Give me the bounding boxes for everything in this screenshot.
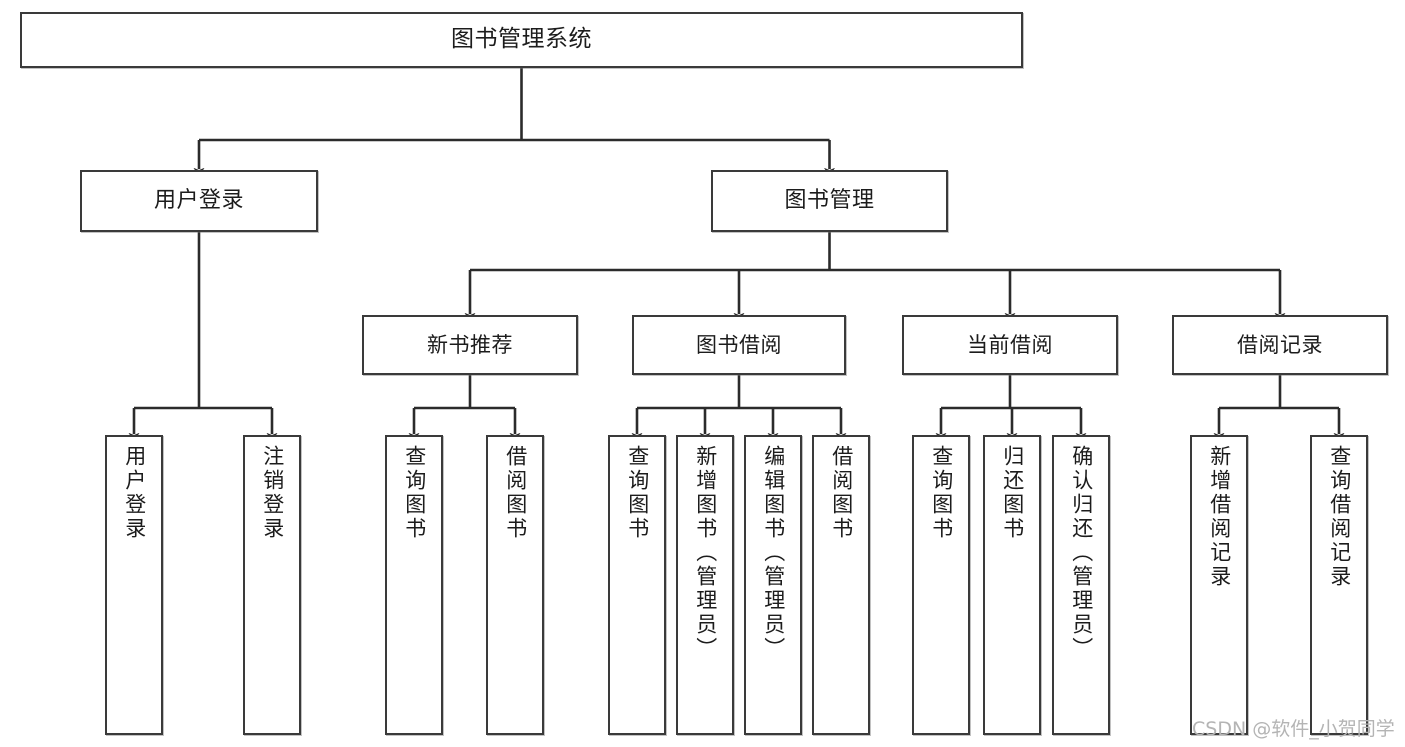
node-label-new-book-rec: 新书推荐 (427, 332, 513, 357)
node-label-book-manage: 图书管理 (784, 188, 875, 214)
node-leaf-cur-return[interactable]: 归还图书 (983, 435, 1041, 735)
node-label-leaf-borrow-lend: 借阅图书 (829, 445, 854, 541)
node-label-leaf-cur-return: 归还图书 (1000, 445, 1025, 541)
connector-group (128, 68, 1345, 442)
node-label-user-login: 用户登录 (153, 188, 244, 214)
node-label-leaf-borrow-add: 新增图书（管理员） (693, 445, 718, 661)
node-label-leaf-rec-add: 新增借阅记录 (1207, 445, 1232, 589)
node-leaf-cur-query[interactable]: 查询图书 (912, 435, 970, 735)
node-label-leaf-borrow-edit: 编辑图书（管理员） (761, 445, 786, 661)
node-label-leaf-cur-confirm: 确认归还（管理员） (1069, 445, 1094, 661)
node-leaf-rec-query[interactable]: 查询图书 (385, 435, 443, 735)
node-user-login[interactable]: 用户登录 (80, 170, 318, 232)
node-leaf-user-logout[interactable]: 注销登录 (243, 435, 301, 735)
node-label-leaf-cur-query: 查询图书 (929, 445, 954, 541)
node-root[interactable]: 图书管理系统 (20, 12, 1023, 68)
node-leaf-cur-confirm[interactable]: 确认归还（管理员） (1052, 435, 1110, 735)
node-leaf-borrow-edit[interactable]: 编辑图书（管理员） (744, 435, 802, 735)
node-label-root: 图书管理系统 (451, 26, 592, 53)
node-label-current-borrow: 当前借阅 (967, 332, 1053, 357)
node-label-borrow-record: 借阅记录 (1237, 332, 1323, 357)
node-leaf-borrow-add[interactable]: 新增图书（管理员） (676, 435, 734, 735)
node-label-leaf-rec-search: 查询借阅记录 (1327, 445, 1352, 589)
node-book-borrow[interactable]: 图书借阅 (632, 315, 846, 375)
node-leaf-rec-search[interactable]: 查询借阅记录 (1310, 435, 1368, 735)
node-label-leaf-user-login: 用户登录 (122, 445, 147, 541)
node-label-leaf-borrow-query: 查询图书 (625, 445, 650, 541)
node-leaf-rec-add[interactable]: 新增借阅记录 (1190, 435, 1248, 735)
node-current-borrow[interactable]: 当前借阅 (902, 315, 1118, 375)
node-label-leaf-rec-borrow: 借阅图书 (503, 445, 528, 541)
node-leaf-borrow-lend[interactable]: 借阅图书 (812, 435, 870, 735)
node-leaf-rec-borrow[interactable]: 借阅图书 (486, 435, 544, 735)
node-label-book-borrow: 图书借阅 (696, 332, 782, 357)
node-book-manage[interactable]: 图书管理 (711, 170, 948, 232)
node-label-leaf-user-logout: 注销登录 (260, 445, 285, 541)
node-label-leaf-rec-query: 查询图书 (402, 445, 427, 541)
node-borrow-record[interactable]: 借阅记录 (1172, 315, 1388, 375)
node-new-book-rec[interactable]: 新书推荐 (362, 315, 578, 375)
node-leaf-user-login[interactable]: 用户登录 (105, 435, 163, 735)
node-leaf-borrow-query[interactable]: 查询图书 (608, 435, 666, 735)
